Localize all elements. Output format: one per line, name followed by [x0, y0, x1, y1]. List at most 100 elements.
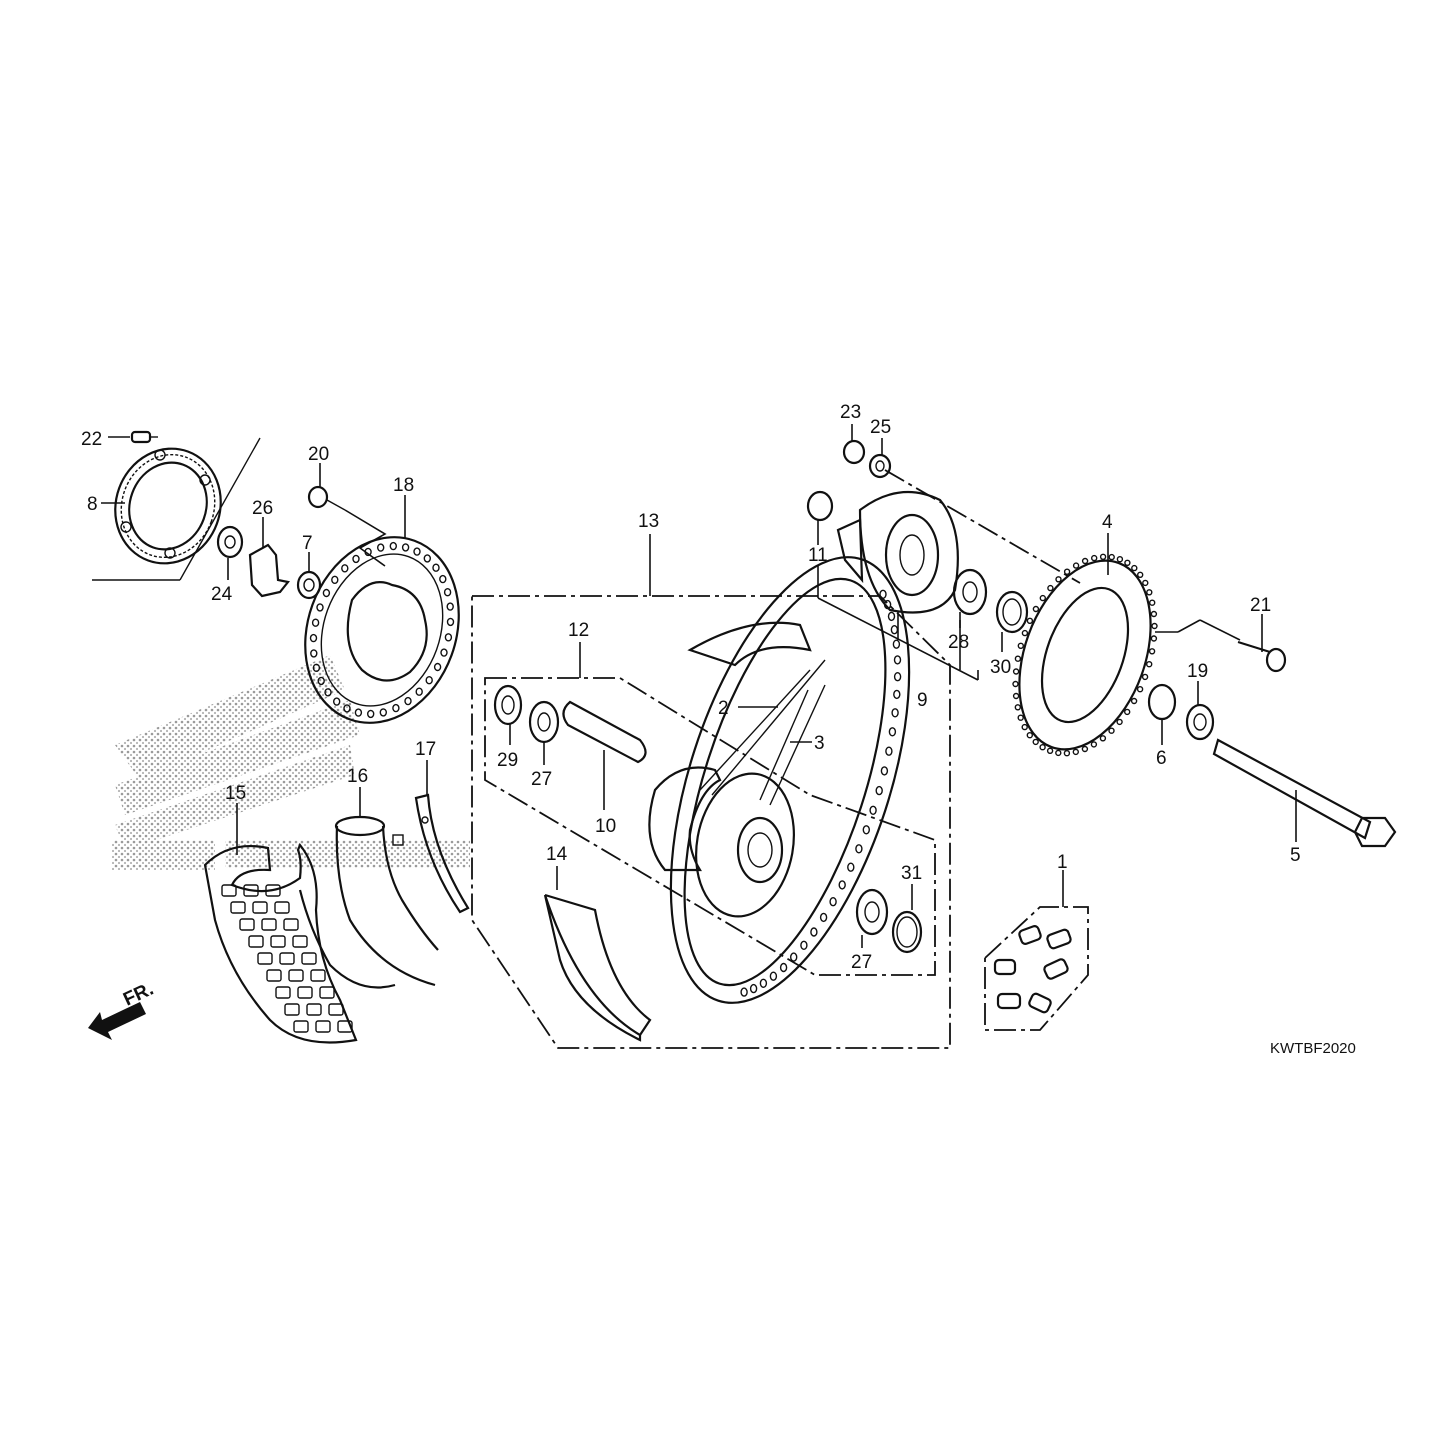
sprocket-tooth	[1081, 557, 1089, 565]
disc-hole	[444, 633, 453, 642]
sprocket-tooth	[1063, 750, 1071, 757]
disc-hole	[439, 574, 447, 584]
sprocket-tooth	[1026, 732, 1034, 739]
bolt-20	[307, 485, 329, 509]
disc-hole	[425, 676, 433, 685]
callout-14: 14	[546, 844, 568, 865]
sprocket-tooth	[1012, 692, 1020, 700]
callout-23: 23	[840, 402, 861, 423]
sprocket-tooth	[1039, 594, 1047, 602]
sprocket-tooth	[1017, 642, 1024, 649]
sprocket-tooth	[1032, 605, 1040, 613]
tire-inner-edge	[298, 889, 396, 989]
rim-hole	[893, 655, 902, 665]
bracket-26	[248, 543, 290, 598]
rim-hole	[885, 746, 893, 756]
bearing-27b	[855, 888, 889, 936]
rim-hole	[862, 825, 870, 835]
tire-tread-block	[319, 986, 335, 999]
callout-22: 22	[81, 429, 102, 450]
disc-hole	[413, 547, 421, 556]
disc-hole	[377, 543, 385, 552]
washer-19	[1185, 703, 1215, 741]
tire-tread-block	[292, 935, 308, 948]
disc-hole	[379, 708, 387, 717]
tire-tread-block	[274, 901, 290, 914]
sprocket-tooth	[1148, 648, 1156, 655]
sprocket-tooth	[1150, 635, 1158, 642]
callout-5: 5	[1290, 845, 1301, 866]
sprocket-tooth	[1099, 735, 1107, 742]
rim-strip-14	[543, 894, 642, 1042]
tire-tread-block	[297, 986, 313, 999]
callout-7: 7	[302, 533, 313, 554]
rim-strip-top	[687, 621, 812, 667]
sprocket-tooth	[1116, 556, 1124, 563]
rear-sprocket	[1018, 559, 1152, 751]
callout-26: 26	[252, 498, 273, 519]
disc-hole	[312, 663, 321, 672]
disc-hole	[446, 617, 455, 627]
sprocket-tooth	[1146, 589, 1153, 596]
sprocket-tooth	[1090, 554, 1098, 562]
sprocket-tooth	[1021, 723, 1028, 731]
sprocket-tooth	[1072, 748, 1080, 756]
bearing-28	[952, 568, 988, 616]
callout-6: 6	[1156, 748, 1167, 769]
sprocket-tooth	[1055, 749, 1062, 757]
sprocket-tooth	[1116, 718, 1123, 726]
sprocket-tooth	[1123, 708, 1131, 716]
sprocket-tooth	[1021, 629, 1029, 637]
disc-hole	[354, 708, 363, 717]
disc-hole	[401, 543, 410, 552]
disc-hole	[333, 697, 341, 706]
sprocket-tooth	[1039, 744, 1046, 751]
sprocket-tooth	[1014, 655, 1022, 662]
bolt-21	[1265, 647, 1287, 673]
tire-tread-block	[239, 918, 255, 931]
rim-hole	[829, 897, 837, 907]
front-label: FR.	[120, 979, 157, 1011]
tire-tread-block	[275, 986, 291, 999]
callout-29: 29	[497, 750, 518, 771]
tire-tread-block	[293, 1020, 309, 1033]
callout-31: 31	[901, 863, 922, 884]
callout-28: 28	[948, 632, 969, 653]
disc-hole	[331, 575, 339, 584]
callout-labels: 22 8 26 24 20 7 18 13 12 2 3 29 27 10 17…	[81, 402, 1301, 973]
sprocket-tooth	[1150, 610, 1158, 618]
nut-23	[842, 439, 866, 465]
disc-hole	[367, 709, 375, 719]
sprocket-tooth	[1032, 738, 1039, 746]
callout-13: 13	[638, 511, 659, 532]
watermark-wing-logo	[112, 655, 470, 870]
sprocket-tooth	[1131, 564, 1138, 572]
callout-19: 19	[1187, 661, 1208, 682]
rim-hole	[838, 880, 846, 890]
disc-hole	[423, 554, 431, 563]
callout-15: 15	[225, 783, 246, 804]
rim-hole	[893, 672, 902, 682]
tire-tread-block	[283, 918, 299, 931]
sprocket-tooth	[1012, 668, 1020, 675]
disc-hole	[415, 687, 423, 696]
disc-hole	[316, 603, 324, 612]
leader-lines	[101, 424, 1297, 948]
sprocket-tooth	[1130, 697, 1138, 705]
sprocket-tooth	[1142, 579, 1149, 587]
disc-hole	[443, 588, 452, 597]
tire-tread-block	[306, 1003, 322, 1016]
disc-hole	[392, 703, 400, 713]
callout-2: 2	[718, 698, 729, 719]
spoke-nipple-kit	[984, 906, 1089, 1031]
spacer-10	[562, 700, 647, 764]
sprocket-tooth	[1136, 571, 1144, 578]
sprocket-tooth	[1151, 622, 1158, 630]
collar-6	[1147, 683, 1177, 721]
tire-tread-block	[288, 969, 304, 982]
rim-hole	[790, 952, 798, 962]
sprocket-tooth	[1136, 686, 1144, 693]
tire-tread-block	[284, 1003, 300, 1016]
sprocket-tooth	[1141, 673, 1149, 681]
